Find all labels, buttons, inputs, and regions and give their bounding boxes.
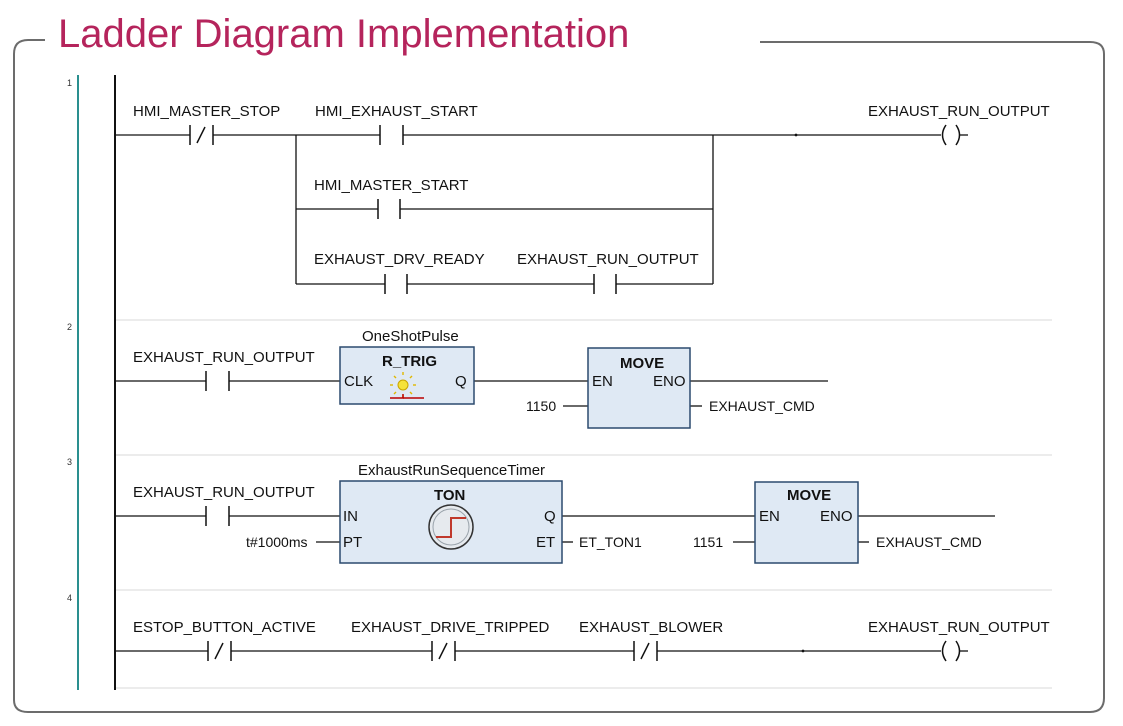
rung-1 [115,134,968,285]
contact-no[interactable] [205,371,230,391]
contact-nc[interactable] [633,641,658,661]
contact-no[interactable] [205,506,230,526]
page-title: Ladder Diagram Implementation [58,12,630,56]
rung-number: 1 [67,78,72,88]
contact-label: EXHAUST_RUN_OUTPUT [133,349,315,366]
block-type: R_TRIG [382,353,437,370]
contact-no[interactable] [593,274,617,294]
contact-label: EXHAUST_RUN_OUTPUT [517,251,699,268]
coil[interactable] [941,640,961,662]
contact-label: EXHAUST_DRV_READY [314,251,485,268]
edge-trigger-icon [390,372,424,399]
outer-frame [13,39,1105,713]
rung-number: 4 [67,593,72,603]
contact-nc[interactable] [189,125,214,145]
rung-3 [115,515,995,543]
block-pin-et: ET [536,534,555,551]
block-type: MOVE [787,487,831,504]
block-pin-en: EN [759,508,780,525]
block-type: MOVE [620,355,664,372]
contact-no[interactable] [384,274,408,294]
timer-clock-icon [428,504,474,550]
contact-label: HMI_EXHAUST_START [315,103,478,120]
block-pin-pt: PT [343,534,362,551]
block-pin-in: IN [343,508,358,525]
input-value: 1151 [693,534,723,550]
block-pin-eno: ENO [820,508,853,525]
contact-label: HMI_MASTER_STOP [133,103,280,120]
block-pin-eno: ENO [653,373,686,390]
coil-label: EXHAUST_RUN_OUTPUT [868,619,1050,636]
contact-label: EXHAUST_DRIVE_TRIPPED [351,619,550,636]
contact-label: ESTOP_BUTTON_ACTIVE [133,619,316,636]
contact-label: HMI_MASTER_START [314,177,468,194]
contact-label: EXHAUST_BLOWER [579,619,723,636]
move-block[interactable] [754,481,859,564]
block-type: TON [434,487,465,504]
rung-number: 2 [67,322,72,332]
rung-2 [115,380,828,407]
preset-time-value: t#1000ms [246,534,307,550]
coil-label: EXHAUST_RUN_OUTPUT [868,103,1050,120]
output-variable: EXHAUST_CMD [709,398,815,414]
block-pin-q: Q [455,373,467,390]
contact-no[interactable] [379,125,404,145]
elapsed-time-output: ET_TON1 [579,534,642,550]
contact-label: EXHAUST_RUN_OUTPUT [133,484,315,501]
coil[interactable] [941,124,961,146]
block-instance-name: OneShotPulse [362,328,459,345]
block-instance-name: ExhaustRunSequenceTimer [358,462,545,479]
r-trig-block[interactable] [339,346,475,405]
contact-nc[interactable] [431,641,456,661]
contact-no[interactable] [377,199,401,219]
output-variable: EXHAUST_CMD [876,534,982,550]
input-value: 1150 [526,398,556,414]
block-pin-en: EN [592,373,613,390]
rung-number: 3 [67,457,72,467]
contact-nc[interactable] [207,641,232,661]
move-block[interactable] [587,347,691,429]
block-pin-clk: CLK [344,373,373,390]
block-pin-q: Q [544,508,556,525]
